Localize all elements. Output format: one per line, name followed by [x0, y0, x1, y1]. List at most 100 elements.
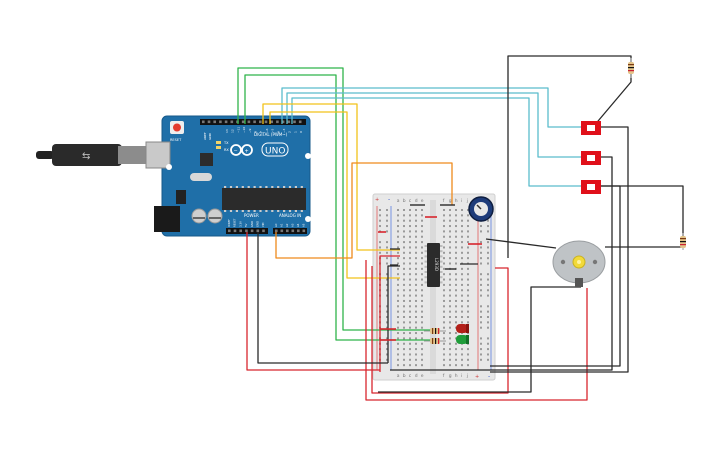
breadboard-rail-hole[interactable]	[487, 246, 489, 249]
wire-black[interactable]	[592, 74, 632, 128]
motor-driver-ic[interactable]: L293D	[424, 243, 443, 287]
breadboard-rail-hole[interactable]	[487, 257, 489, 260]
breadboard-hole[interactable]	[443, 342, 445, 345]
breadboard-hole[interactable]	[397, 214, 399, 217]
breadboard-rail-hole[interactable]	[487, 342, 489, 345]
breadboard-hole[interactable]	[449, 326, 451, 329]
breadboard-hole[interactable]	[409, 353, 411, 356]
breadboard-hole[interactable]	[397, 289, 399, 292]
header-pin[interactable]	[250, 229, 254, 233]
breadboard-hole[interactable]	[421, 230, 423, 233]
breadboard-rail-hole[interactable]	[487, 230, 489, 233]
breadboard-hole[interactable]	[415, 209, 417, 211]
breadboard-hole[interactable]	[461, 316, 463, 318]
wire-green[interactable]	[237, 67, 432, 331]
breadboard-hole[interactable]	[455, 305, 457, 308]
breadboard-hole[interactable]	[403, 262, 405, 265]
breadboard-hole[interactable]	[421, 337, 423, 340]
breadboard-rail-hole[interactable]	[480, 257, 482, 260]
breadboard-hole[interactable]	[397, 342, 399, 345]
breadboard-hole[interactable]	[467, 332, 469, 335]
header-pin[interactable]	[291, 229, 295, 233]
breadboard-hole[interactable]	[461, 267, 463, 270]
breadboard-rail-hole[interactable]	[386, 214, 388, 217]
breadboard-hole[interactable]	[455, 353, 457, 356]
breadboard-hole[interactable]	[449, 332, 451, 335]
breadboard-hole[interactable]	[467, 353, 469, 356]
breadboard-rail-hole[interactable]	[386, 342, 388, 345]
breadboard-hole[interactable]	[467, 294, 469, 297]
breadboard-hole[interactable]	[415, 305, 417, 308]
breadboard-hole[interactable]	[415, 273, 417, 276]
breadboard-rail-hole[interactable]	[480, 305, 482, 308]
header-pin[interactable]	[253, 120, 256, 124]
breadboard-hole[interactable]	[467, 230, 469, 233]
breadboard-hole[interactable]	[403, 332, 405, 335]
breadboard-hole[interactable]	[467, 273, 469, 276]
breadboard-hole[interactable]	[467, 251, 469, 254]
breadboard-rail-hole[interactable]	[487, 310, 489, 313]
breadboard-hole[interactable]	[415, 283, 417, 286]
potentiometer[interactable]	[468, 196, 494, 222]
breadboard-hole[interactable]	[455, 294, 457, 297]
breadboard-hole[interactable]	[467, 283, 469, 286]
header-pin[interactable]	[213, 120, 216, 124]
breadboard-hole[interactable]	[443, 358, 445, 361]
breadboard-hole[interactable]	[449, 257, 451, 260]
breadboard-hole[interactable]	[461, 230, 463, 233]
breadboard-hole[interactable]	[461, 283, 463, 286]
breadboard-hole[interactable]	[461, 358, 463, 361]
breadboard-hole[interactable]	[461, 289, 463, 292]
header-pin[interactable]	[293, 120, 296, 124]
breadboard-rail-hole[interactable]	[487, 337, 489, 340]
breadboard-hole[interactable]	[397, 267, 399, 270]
breadboard-hole[interactable]	[409, 209, 411, 211]
breadboard-hole[interactable]	[449, 316, 451, 318]
breadboard-hole[interactable]	[455, 219, 457, 222]
breadboard-hole[interactable]	[403, 294, 405, 297]
breadboard-rail-hole[interactable]	[386, 310, 388, 313]
resistor-top[interactable]	[628, 58, 634, 78]
wire-black[interactable]	[390, 156, 613, 371]
breadboard-hole[interactable]	[397, 241, 399, 244]
breadboard-hole[interactable]	[449, 214, 451, 217]
breadboard-hole[interactable]	[443, 353, 445, 356]
breadboard-hole[interactable]	[397, 358, 399, 361]
breadboard-hole[interactable]	[421, 235, 423, 238]
breadboard-hole[interactable]	[409, 289, 411, 292]
breadboard-hole[interactable]	[409, 262, 411, 265]
breadboard-hole[interactable]	[421, 299, 423, 302]
breadboard-hole[interactable]	[455, 241, 457, 244]
breadboard-hole[interactable]	[397, 316, 399, 318]
breadboard-hole[interactable]	[467, 225, 469, 228]
breadboard-hole[interactable]	[449, 342, 451, 345]
breadboard-hole[interactable]	[403, 246, 405, 249]
breadboard-rail-hole[interactable]	[487, 294, 489, 297]
breadboard-rail-hole[interactable]	[480, 230, 482, 233]
breadboard-hole[interactable]	[421, 310, 423, 313]
breadboard-hole[interactable]	[455, 235, 457, 238]
breadboard-rail-hole[interactable]	[386, 326, 388, 329]
breadboard-hole[interactable]	[461, 310, 463, 313]
breadboard-rail-hole[interactable]	[487, 353, 489, 356]
wire-black[interactable]	[490, 185, 621, 367]
breadboard-hole[interactable]	[443, 246, 445, 249]
breadboard-rail-hole[interactable]	[386, 289, 388, 292]
resistor[interactable]	[424, 328, 446, 334]
breadboard-hole[interactable]	[409, 214, 411, 217]
breadboard-hole[interactable]	[443, 294, 445, 297]
breadboard-hole[interactable]	[415, 225, 417, 228]
breadboard-hole[interactable]	[461, 209, 463, 211]
breadboard-hole[interactable]	[461, 235, 463, 238]
breadboard-hole[interactable]	[409, 364, 411, 367]
breadboard-rail-hole[interactable]	[386, 321, 388, 324]
breadboard-hole[interactable]	[409, 241, 411, 244]
breadboard-hole[interactable]	[421, 257, 423, 260]
breadboard-hole[interactable]	[449, 283, 451, 286]
breadboard-rail-hole[interactable]	[386, 294, 388, 297]
breadboard-hole[interactable]	[403, 267, 405, 270]
breadboard-hole[interactable]	[449, 358, 451, 361]
sensor-module[interactable]	[581, 121, 601, 135]
breadboard-rail-hole[interactable]	[480, 316, 482, 318]
breadboard-rail-hole[interactable]	[386, 283, 388, 286]
